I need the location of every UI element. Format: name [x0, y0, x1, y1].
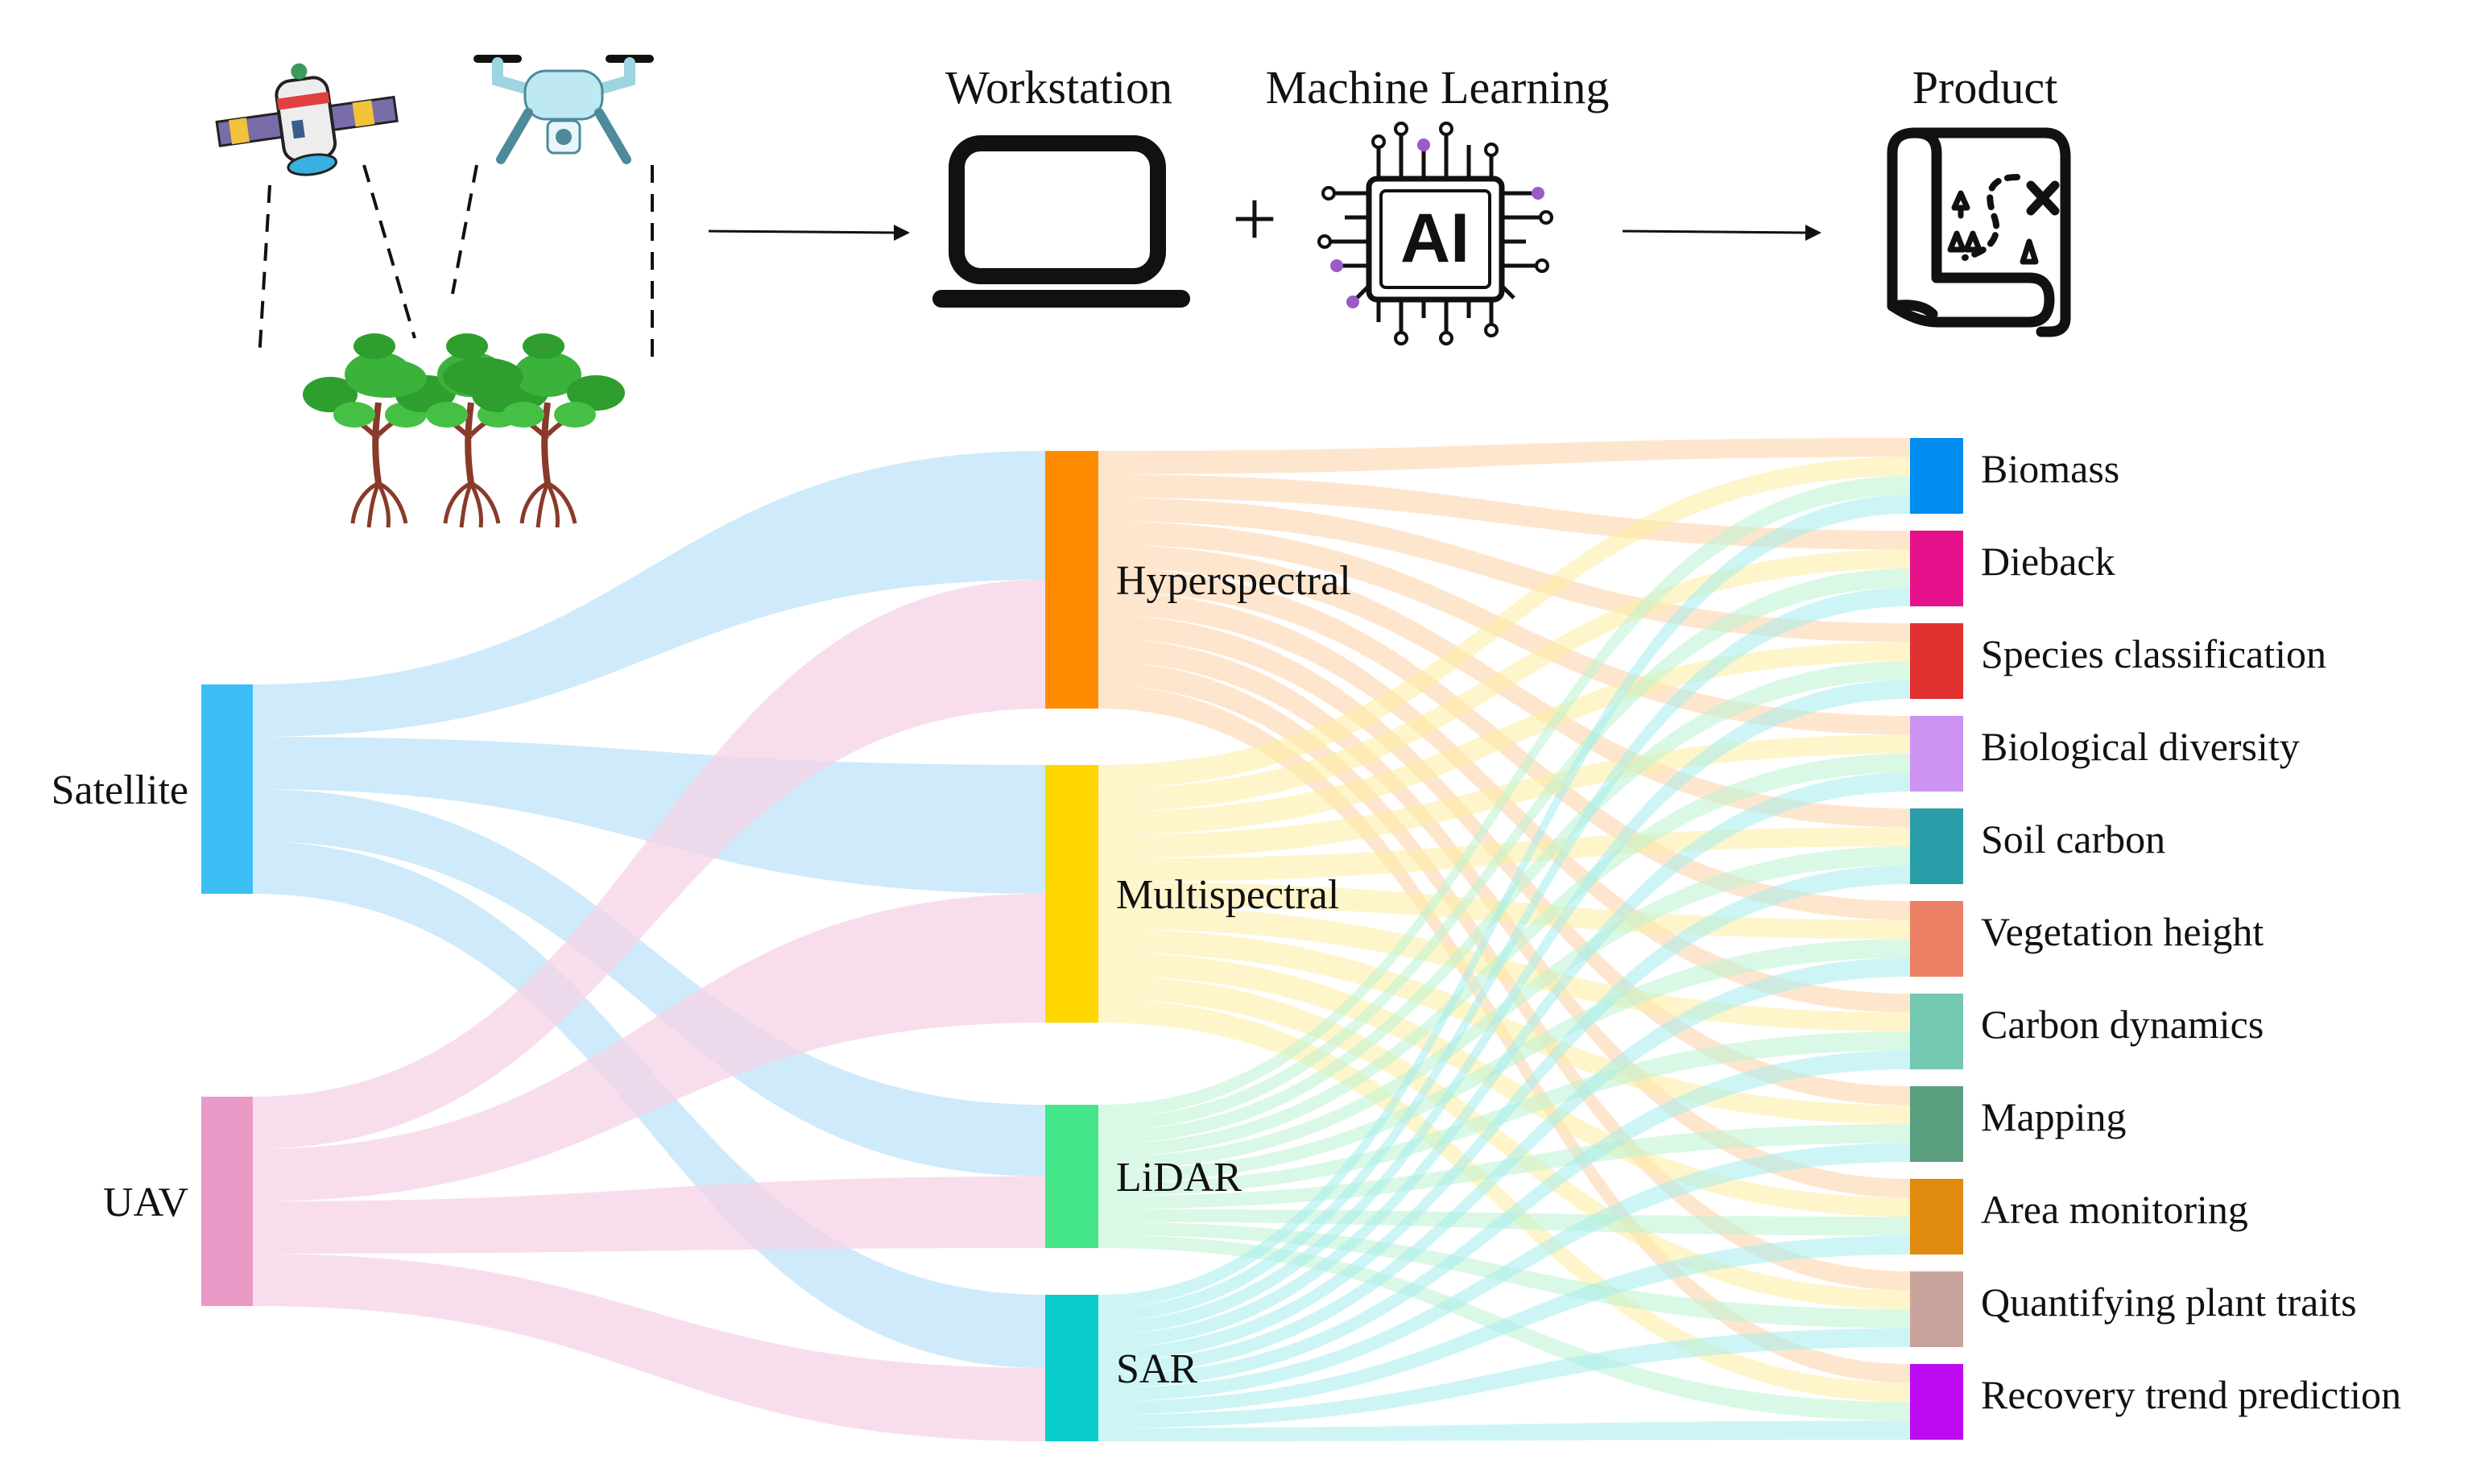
sight-lines: [258, 164, 654, 359]
label-area-mon: Area monitoring: [1981, 1187, 2248, 1232]
flow-uav-to-sar: [253, 1254, 1045, 1441]
sankey-nodes: [201, 438, 1963, 1441]
flow-sar-to-mapping: [1098, 1143, 1910, 1402]
node-soil-carbon: [1910, 808, 1963, 884]
flow-lidar-to-dieback: [1098, 568, 1910, 1131]
mangrove-trees-icon: [303, 333, 625, 527]
label-plant-traits: Quantifying plant traits: [1981, 1279, 2357, 1325]
flow-satellite-to-hyperspectral: [253, 451, 1045, 737]
node-lidar: [1045, 1105, 1098, 1248]
node-mapping: [1910, 1086, 1963, 1162]
flow-satellite-to-lidar: [253, 789, 1045, 1176]
flow-multispectral-to-plant-traits: [1098, 975, 1910, 1309]
label-biodiversity: Biological diversity: [1981, 724, 2300, 769]
ai-chip-icon: AI: [1317, 122, 1553, 345]
node-recovery: [1910, 1364, 1963, 1440]
label-hyperspectral: Hyperspectral: [1116, 558, 1351, 604]
flow-multispectral-to-biomass: [1098, 457, 1910, 789]
flow-sar-to-species: [1098, 680, 1910, 1335]
drone-icon: [473, 55, 654, 164]
node-satellite: [201, 684, 253, 894]
label-veg-height: Vegetation height: [1981, 909, 2264, 954]
flow-multispectral-to-species: [1098, 642, 1910, 836]
arrow-head-product: [1805, 225, 1821, 241]
workstation-label: Workstation: [945, 61, 1172, 114]
flow-uav-to-hyperspectral: [253, 580, 1045, 1149]
flow-hyperspectral-to-dieback: [1098, 474, 1910, 550]
label-recovery: Recovery trend prediction: [1981, 1372, 2401, 1417]
label-sar: SAR: [1116, 1346, 1197, 1392]
flow-hyperspectral-to-biomass: [1098, 438, 1910, 475]
flow-lidar-to-biomass: [1098, 476, 1910, 1118]
node-veg-height: [1910, 901, 1963, 977]
node-hyperspectral: [1045, 451, 1098, 709]
flow-multispectral-to-dieback: [1098, 549, 1910, 812]
label-satellite: Satellite: [52, 767, 188, 813]
sankey-flows: [253, 438, 1910, 1441]
flow-sar-to-recovery: [1098, 1420, 1910, 1441]
flow-sar-to-area-mon: [1098, 1235, 1910, 1415]
label-species: Species classification: [1981, 631, 2326, 676]
flow-uav-to-lidar: [253, 1176, 1045, 1254]
label-carbon-dyn: Carbon dynamics: [1981, 1002, 2264, 1047]
flow-hyperspectral-to-species: [1098, 498, 1910, 643]
label-lidar: LiDAR: [1116, 1155, 1242, 1201]
machine-learning-label: Machine Learning: [1266, 61, 1610, 114]
flow-sar-to-dieback: [1098, 587, 1910, 1322]
label-uav: UAV: [103, 1180, 188, 1226]
ai-chip-text: AI: [1400, 200, 1470, 277]
arrow-to-product: [1622, 229, 1809, 234]
flow-uav-to-multispectral: [253, 894, 1045, 1201]
label-soil-carbon: Soil carbon: [1981, 816, 2165, 862]
label-mapping: Mapping: [1981, 1094, 2127, 1139]
flow-sar-to-soil-carbon: [1098, 865, 1910, 1362]
node-sar: [1045, 1295, 1098, 1441]
flow-sar-to-biodiversity: [1098, 772, 1910, 1349]
arrow-head-workstation: [894, 225, 910, 241]
node-area-mon: [1910, 1179, 1963, 1255]
flow-sar-to-biomass: [1098, 494, 1910, 1308]
treasure-map-icon: [1887, 127, 2071, 337]
node-biomass: [1910, 438, 1963, 514]
label-biomass: Biomass: [1981, 446, 2119, 491]
flow-sar-to-veg-height: [1098, 957, 1910, 1375]
plus-symbol: +: [1232, 174, 1277, 263]
node-carbon-dyn: [1910, 994, 1963, 1069]
node-dieback: [1910, 531, 1963, 606]
flow-multispectral-to-mapping: [1098, 928, 1910, 1124]
label-multispectral: Multispectral: [1116, 872, 1339, 918]
flow-multispectral-to-recovery: [1098, 998, 1910, 1402]
product-label: Product: [1912, 61, 2057, 114]
flow-sar-to-plant-traits: [1098, 1328, 1910, 1428]
flow-sar-to-carbon-dyn: [1098, 1050, 1910, 1388]
flow-multispectral-to-area-mon: [1098, 952, 1910, 1217]
flow-multispectral-to-carbon-dyn: [1098, 905, 1910, 1031]
node-species: [1910, 623, 1963, 699]
node-multispectral: [1045, 765, 1098, 1023]
flow-satellite-to-multispectral: [253, 737, 1045, 894]
node-biodiversity: [1910, 716, 1963, 792]
node-plant-traits: [1910, 1271, 1963, 1347]
label-dieback: Dieback: [1981, 539, 2115, 584]
arrow-to-workstation: [708, 229, 899, 234]
laptop-icon: [932, 135, 1190, 308]
node-uav: [201, 1097, 253, 1306]
satellite-icon: [215, 63, 399, 176]
